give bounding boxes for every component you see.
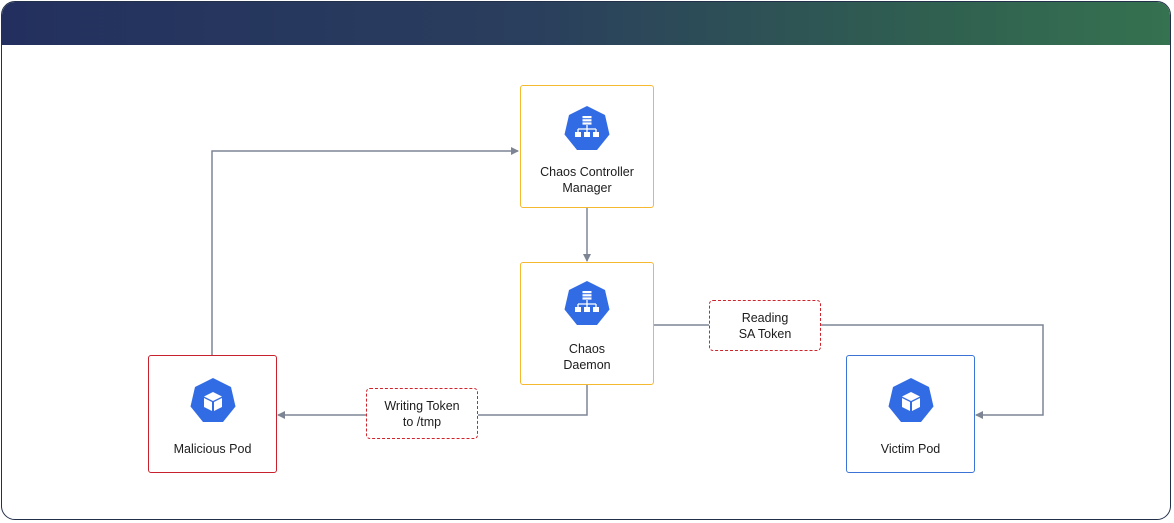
node-label: Chaos Daemon bbox=[563, 342, 611, 372]
kubernetes-pod-icon bbox=[190, 378, 235, 422]
writing-token-label: Writing Token to /tmp bbox=[366, 388, 478, 439]
node-label: Victim Pod bbox=[880, 442, 941, 456]
edge-malicious-to-controller bbox=[211, 147, 519, 355]
header-bar bbox=[2, 2, 1170, 45]
chaos-controller-manager-node: Chaos Controller Manager bbox=[520, 85, 654, 208]
kubernetes-deployment-icon bbox=[564, 281, 610, 325]
node-label: Malicious Pod bbox=[173, 442, 252, 456]
malicious-pod-node: Malicious Pod bbox=[148, 355, 277, 473]
reading-sa-token-label: Reading SA Token bbox=[709, 300, 821, 351]
edge-daemon-to-victim bbox=[654, 324, 1044, 419]
victim-pod-node: Victim Pod bbox=[846, 355, 975, 473]
chaos-daemon-node: Chaos Daemon bbox=[520, 262, 654, 385]
kubernetes-pod-icon bbox=[888, 378, 933, 422]
node-label: Chaos Controller Manager bbox=[540, 165, 634, 195]
kubernetes-deployment-icon bbox=[564, 106, 610, 150]
